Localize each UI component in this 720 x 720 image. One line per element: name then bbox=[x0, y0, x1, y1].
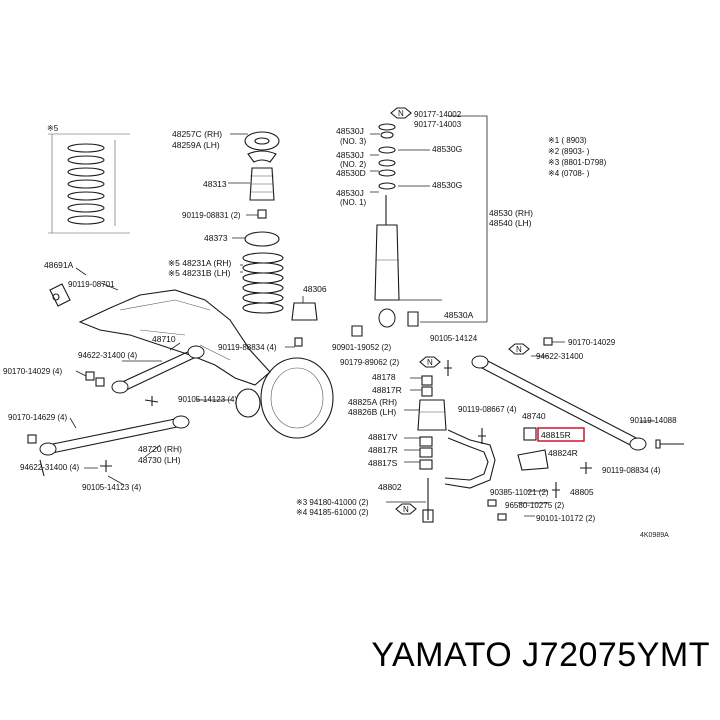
label-94185-61000: ※4 94185-61000 (2) bbox=[296, 508, 369, 517]
label-90105-14123-bot: 90105-14123 (4) bbox=[82, 483, 141, 492]
label-96580-10275: 96580-10275 (2) bbox=[505, 501, 564, 510]
label-48826b: 48826B (LH) bbox=[348, 407, 396, 417]
rear-axle-housing bbox=[49, 283, 334, 439]
label-94180-41000: ※3 94180-41000 (2) bbox=[296, 498, 369, 507]
label-48231b: ※5 48231B (LH) bbox=[168, 268, 231, 278]
label-90119-08667: 90119-08667 (4) bbox=[458, 405, 517, 414]
label-48805: 48805 bbox=[570, 487, 594, 497]
label-48530j-1: 48530J bbox=[336, 126, 364, 136]
label-48530j-1-no: (NO. 3) bbox=[340, 137, 367, 146]
label-90101-10172: 90101-10172 (2) bbox=[536, 514, 595, 523]
highlighted-part-box bbox=[537, 427, 585, 442]
label-48530j-2-no: (NO. 2) bbox=[340, 160, 367, 169]
label-48540-lh: 48540 (LH) bbox=[489, 218, 532, 228]
upper-control-arm bbox=[85, 345, 205, 406]
label-48313: 48313 bbox=[203, 179, 227, 189]
label-48231a: ※5 48231A (RH) bbox=[168, 258, 232, 268]
leader-lines-left bbox=[69, 267, 232, 486]
n-marker-1 bbox=[390, 107, 412, 119]
label-90170-14029-r: 90170-14029 bbox=[568, 338, 616, 347]
upper-spring-stack bbox=[228, 131, 318, 348]
label-48817v: 48817V bbox=[368, 432, 398, 442]
label-90119-08831: 90119-08831 (2) bbox=[182, 211, 241, 220]
legend-line-4: ※4 (0708- ) bbox=[548, 169, 590, 178]
n-marker-group: N N N N bbox=[390, 107, 530, 515]
spring-reference-figure: ※5 bbox=[47, 124, 130, 234]
label-48530j-3-no: (NO. 1) bbox=[340, 198, 367, 207]
label-48530d: 48530D bbox=[336, 168, 366, 178]
label-48257c: 48257C (RH) bbox=[172, 129, 222, 139]
label-90385-11021: 90385-11021 (2) bbox=[490, 488, 549, 497]
label-48373: 48373 bbox=[204, 233, 228, 243]
label-48815r: 48815R bbox=[541, 430, 571, 440]
n-marker-1-text: N bbox=[398, 109, 404, 118]
n-marker-4 bbox=[395, 503, 417, 515]
label-90119-14088: 90119-14088 bbox=[630, 416, 677, 425]
label-48802: 48802 bbox=[378, 482, 402, 492]
n-marker-2 bbox=[419, 356, 441, 368]
label-48740: 48740 bbox=[522, 411, 546, 421]
label-48530g-2: 48530G bbox=[432, 180, 462, 190]
label-48817r-top: 48817R bbox=[372, 385, 402, 395]
label-48530-rh: 48530 (RH) bbox=[489, 208, 533, 218]
label-48691a: 48691A bbox=[44, 260, 74, 270]
label-94622-31400-r: 94622-31400 bbox=[536, 352, 584, 361]
label-90119-08701: 90119-08701 bbox=[68, 280, 115, 289]
brand-part-number: YAMATO J72075YMT bbox=[371, 636, 710, 674]
n-marker-4-text: N bbox=[403, 505, 409, 514]
label-48530g-1: 48530G bbox=[432, 144, 462, 154]
legend-line-3: ※3 (8801-D798) bbox=[548, 158, 607, 167]
label-90105-14123-top: 90105-14123 (4) bbox=[178, 395, 237, 404]
n-marker-3-text: N bbox=[516, 345, 522, 354]
label-90119-08834-bot: 90119-08834 (4) bbox=[602, 466, 661, 475]
label-48825a: 48825A (RH) bbox=[348, 397, 397, 407]
legend: ※1 ( 8903) ※2 (8903- ) ※3 (8801-D798) ※4… bbox=[548, 136, 607, 178]
label-90177-14003: 90177-14003 bbox=[414, 120, 462, 129]
label-48530j-3: 48530J bbox=[336, 188, 364, 198]
label-48530a: 48530A bbox=[444, 310, 474, 320]
lower-control-arm bbox=[27, 415, 190, 477]
label-48306: 48306 bbox=[303, 284, 327, 294]
label-90179-89062: 90179-89062 (2) bbox=[340, 358, 399, 367]
n-marker-3 bbox=[508, 343, 530, 355]
legend-line-1: ※1 ( 8903) bbox=[548, 136, 587, 145]
part-labels: 48257C (RH) 48259A (LH) 48313 90119-0883… bbox=[3, 110, 677, 523]
label-90177-14002: 90177-14002 bbox=[414, 110, 462, 119]
label-star5-ref: ※5 bbox=[47, 124, 59, 133]
lateral-rod bbox=[471, 337, 684, 474]
label-48720: 48720 (RH) bbox=[138, 444, 182, 454]
label-90901-19052: 90901-19052 (2) bbox=[332, 343, 391, 352]
label-48730: 48730 (LH) bbox=[138, 455, 181, 465]
label-94622-31400-bot: 94622-31400 (4) bbox=[20, 463, 79, 472]
label-90119-88834: 90119-88834 (4) bbox=[218, 343, 277, 352]
label-90170-14629-l2: 90170-14629 (4) bbox=[8, 413, 67, 422]
n-marker-2-text: N bbox=[427, 358, 433, 367]
label-48817r-bot: 48817R bbox=[368, 445, 398, 455]
label-94622-31400-top: 94622-31400 (4) bbox=[78, 351, 137, 360]
diagram-reference-code: 4K0989A bbox=[640, 532, 669, 539]
label-90170-14029-l1: 90170-14029 (4) bbox=[3, 367, 62, 376]
label-48259a: 48259A (LH) bbox=[172, 140, 220, 150]
label-48530j-2: 48530J bbox=[336, 150, 364, 160]
label-48824r: 48824R bbox=[548, 448, 578, 458]
label-48178: 48178 bbox=[372, 372, 396, 382]
label-90105-14124: 90105-14124 bbox=[430, 334, 478, 343]
label-48817s: 48817S bbox=[368, 458, 398, 468]
label-48710: 48710 bbox=[152, 334, 176, 344]
shock-absorber bbox=[351, 115, 488, 337]
legend-line-2: ※2 (8903- ) bbox=[548, 147, 590, 156]
stabilizer-assembly bbox=[386, 360, 560, 523]
